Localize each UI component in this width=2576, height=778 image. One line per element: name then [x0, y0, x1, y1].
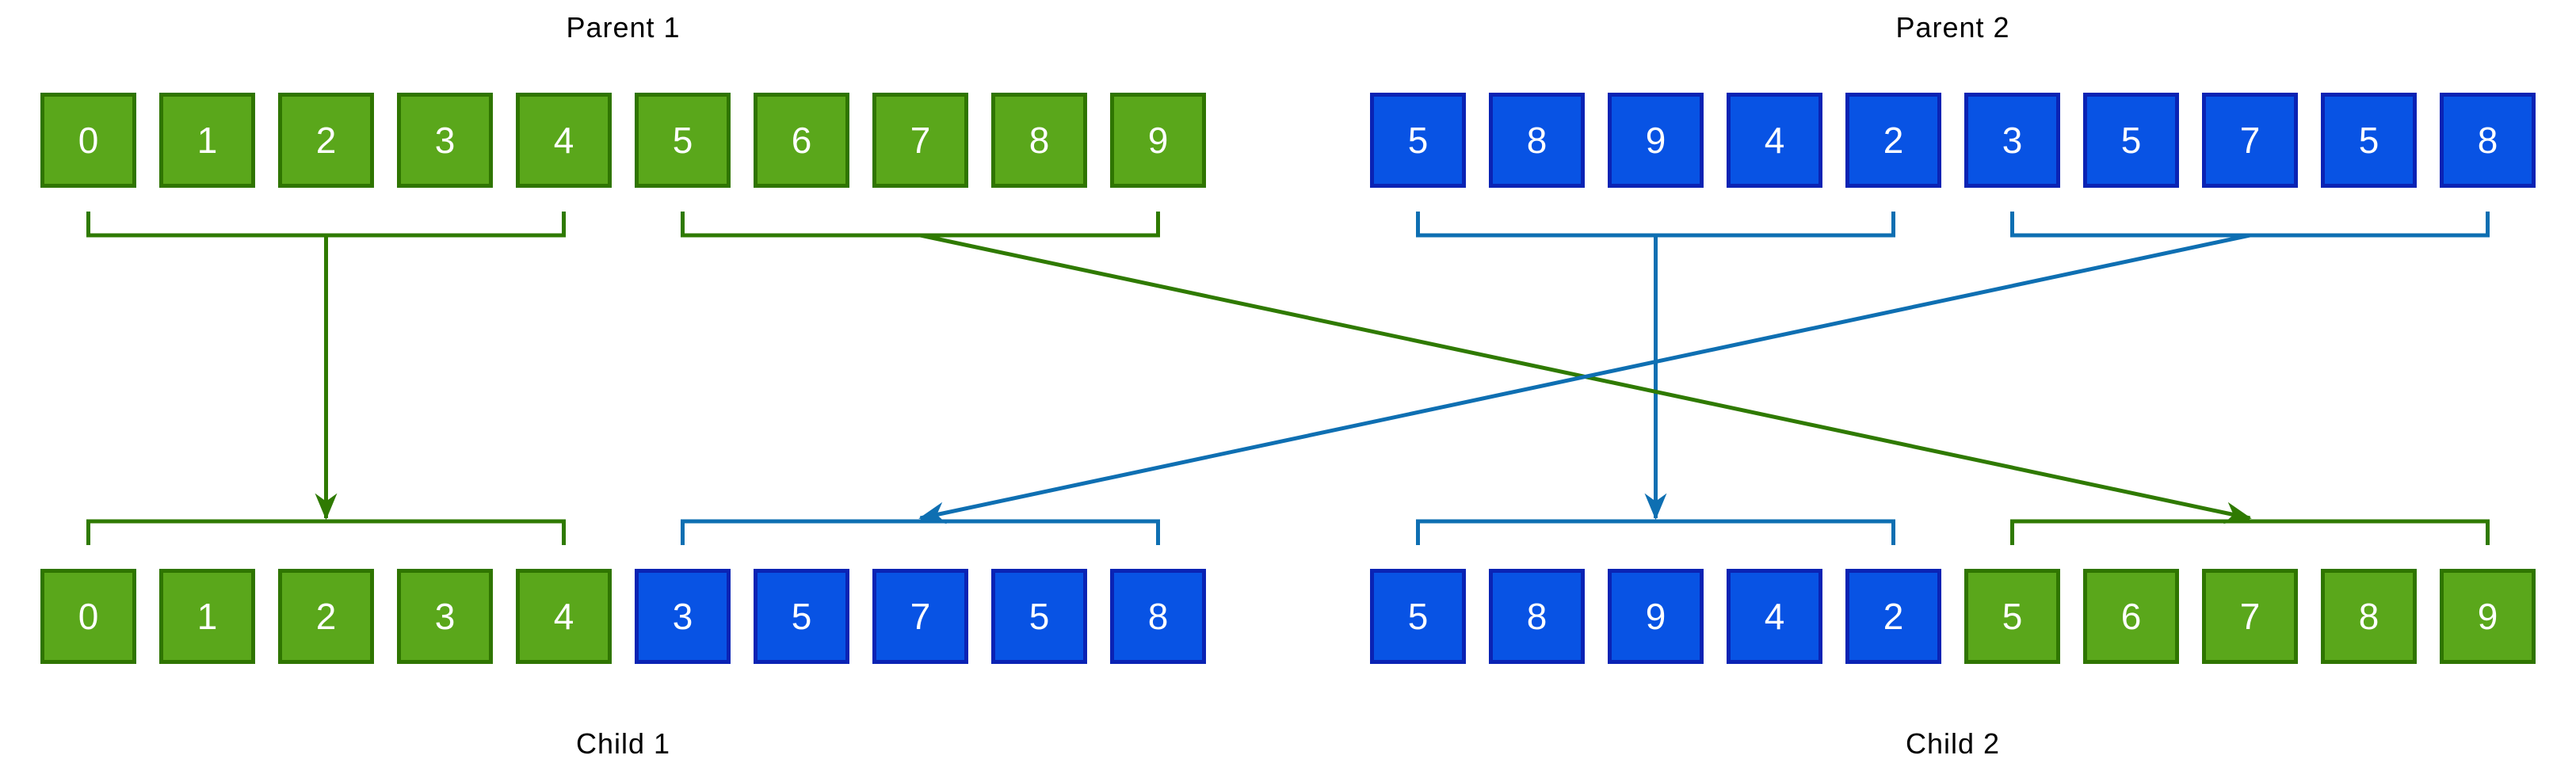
gene-box: 8	[2440, 93, 2536, 188]
gene-box: 8	[1110, 569, 1206, 664]
parent2-label: Parent 2	[1895, 11, 2010, 44]
crossover-arrow-parent2-to-child1	[918, 233, 2251, 524]
child2-label: Child 2	[1905, 727, 2001, 760]
gene-box: 9	[1110, 93, 1206, 188]
gene-box: 5	[635, 93, 731, 188]
gene-box: 3	[397, 93, 493, 188]
gene-box: 8	[1489, 569, 1585, 664]
parent2-half2-bracket	[2010, 212, 2490, 238]
gene-box: 6	[2083, 569, 2179, 664]
gene-box: 0	[40, 569, 136, 664]
gene-box: 7	[2202, 569, 2298, 664]
arrows-group	[315, 233, 2252, 524]
gene-box: 2	[1845, 569, 1941, 664]
gene-box: 5	[1370, 569, 1466, 664]
gene-box: 2	[278, 93, 374, 188]
gene-box: 3	[1964, 93, 2060, 188]
gene-box: 5	[754, 569, 849, 664]
gene-box: 4	[1727, 569, 1822, 664]
gene-box: 5	[2083, 93, 2179, 188]
gene-box: 4	[516, 93, 612, 188]
gene-box: 7	[2202, 93, 2298, 188]
gene-box: 8	[991, 93, 1087, 188]
gene-box: 1	[159, 93, 255, 188]
child2-half2-bracket	[2010, 519, 2490, 545]
gene-box: 3	[397, 569, 493, 664]
gene-box: 1	[159, 569, 255, 664]
gene-box: 9	[1608, 93, 1704, 188]
gene-box: 7	[872, 569, 968, 664]
gene-box: 4	[1727, 93, 1822, 188]
gene-box: 9	[2440, 569, 2536, 664]
gene-box: 0	[40, 93, 136, 188]
child1-half1-bracket	[86, 519, 566, 545]
gene-box: 7	[872, 93, 968, 188]
gene-box: 5	[2321, 93, 2417, 188]
gene-box: 5	[1370, 93, 1466, 188]
gene-box: 2	[278, 569, 374, 664]
parent2-half1-bracket	[1416, 212, 1895, 238]
gene-box: 5	[991, 569, 1087, 664]
gene-box: 5	[1964, 569, 2060, 664]
child1-label: Child 1	[575, 727, 671, 760]
parent1-half2-bracket	[681, 212, 1160, 238]
gene-box: 9	[1608, 569, 1704, 664]
gene-box: 8	[2321, 569, 2417, 664]
gene-box: 6	[754, 93, 849, 188]
child2-half1-bracket	[1416, 519, 1895, 545]
gene-box: 2	[1845, 93, 1941, 188]
gene-box: 8	[1489, 93, 1585, 188]
parent1-half1-bracket	[86, 212, 566, 238]
child1-half2-bracket	[681, 519, 1160, 545]
gene-box: 3	[635, 569, 731, 664]
gene-box: 4	[516, 569, 612, 664]
parent1-label: Parent 1	[566, 11, 681, 44]
